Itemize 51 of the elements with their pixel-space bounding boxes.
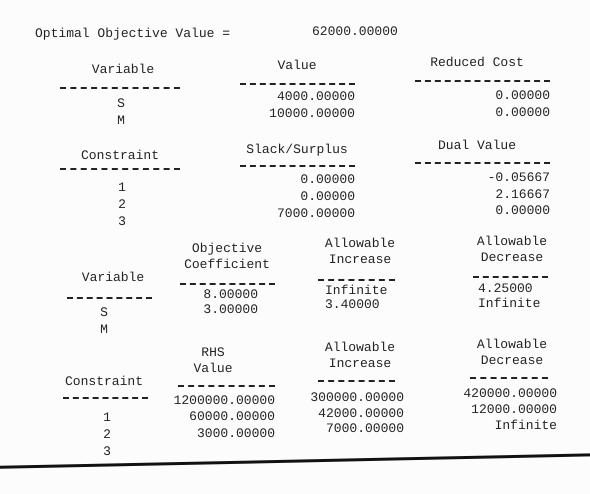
number-value: 12000.00000 <box>471 402 557 418</box>
number-value: 0.00000 <box>300 189 355 205</box>
number-value: 4000.00000 <box>276 89 355 105</box>
row-label: M <box>100 322 108 338</box>
column-header: Value <box>278 58 316 74</box>
row-label: 3 <box>103 444 111 460</box>
column-header: Constraint <box>81 148 159 164</box>
row-label: M <box>117 113 125 129</box>
column-header: Allowable Decrease <box>476 234 548 266</box>
number-value: 3.40000 <box>325 297 380 313</box>
row-label: S <box>117 96 125 112</box>
row-label: 3 <box>118 214 126 230</box>
column-header: Allowable Decrease <box>476 337 548 369</box>
number-value: 62000.00000 <box>312 24 398 40</box>
row-label: 2 <box>103 427 111 443</box>
number-value: 1200000.00000 <box>174 393 275 409</box>
column-header: Slack/Surplus <box>246 142 348 158</box>
column-header: Allowable Increase <box>324 236 396 268</box>
column-header: RHS Value <box>192 345 234 377</box>
column-header: Allowable Increase <box>324 340 396 372</box>
number-value: 0.00000 <box>495 203 550 219</box>
number-value: 3000.00000 <box>196 426 275 442</box>
number-value: Infinite <box>478 296 540 312</box>
column-header: Constraint <box>65 374 143 390</box>
number-value: 420000.00000 <box>463 386 557 402</box>
number-value: Infinite <box>494 418 557 434</box>
objective-value-label: Optimal Objective Value = <box>35 26 230 42</box>
number-value: 300000.00000 <box>310 390 404 406</box>
column-header: Variable <box>92 62 154 78</box>
number-value: -0.05667 <box>488 170 550 186</box>
number-value: 60000.00000 <box>189 409 275 425</box>
number-value: 10000.00000 <box>269 106 355 122</box>
number-value: 2.16667 <box>495 187 550 203</box>
number-value: 42000.00000 <box>318 406 404 422</box>
column-header: Reduced Cost <box>430 55 524 71</box>
number-value: 0.00000 <box>495 88 550 104</box>
number-value: Infinite <box>325 283 388 299</box>
number-value: 7000.00000 <box>326 421 404 437</box>
number-value: 0.00000 <box>495 105 550 121</box>
number-value: 0.00000 <box>300 172 355 188</box>
number-value: 4.25000 <box>478 281 533 297</box>
column-header: Variable <box>82 270 144 286</box>
number-value: 8.00000 <box>203 287 258 303</box>
row-label: 1 <box>103 410 111 426</box>
row-label: 1 <box>118 180 126 196</box>
row-label: S <box>100 305 108 321</box>
number-value: 7000.00000 <box>276 206 355 222</box>
column-header: Dual Value <box>438 138 516 154</box>
row-label: 2 <box>118 197 126 213</box>
number-value: 3.00000 <box>203 302 258 318</box>
column-header: Objective Coefficient <box>183 241 271 273</box>
